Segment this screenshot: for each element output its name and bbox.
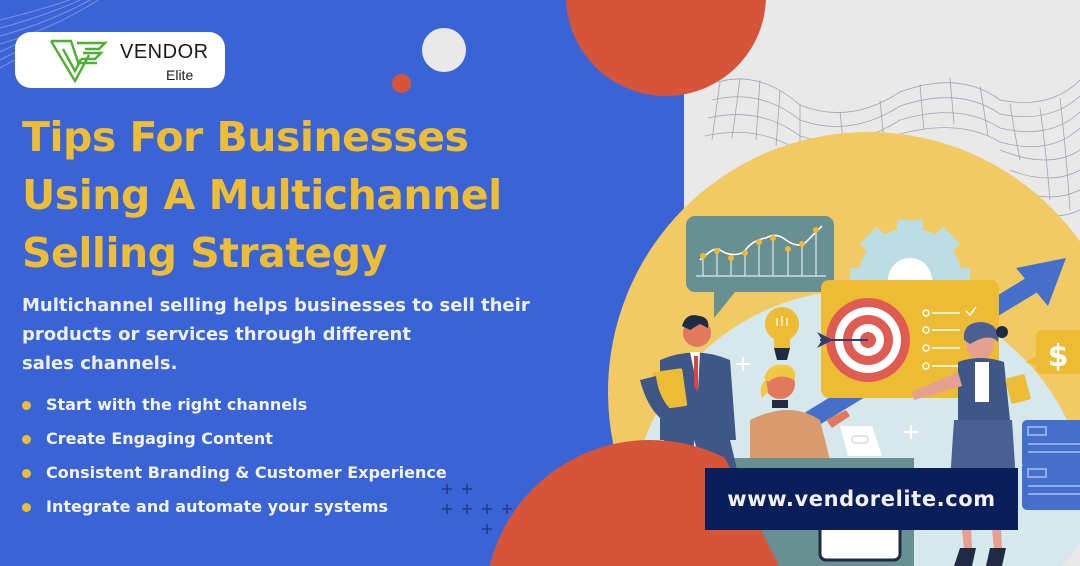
description-line: Multichannel selling helps businesses to… [22, 295, 530, 316]
plus-pattern-decoration [442, 484, 512, 534]
ve-monogram-icon [49, 39, 108, 83]
svg-text:$: $ [1048, 339, 1069, 374]
bullet-icon [22, 469, 31, 478]
tip-item: Start with the right channels [22, 391, 447, 425]
tip-label: Start with the right channels [46, 395, 308, 414]
description-line: products or services through different [22, 324, 411, 345]
brand-name: VENDOR [120, 41, 209, 63]
intro-description: Multichannel selling helps businesses to… [22, 291, 530, 378]
website-link[interactable]: www.vendorelite.com [705, 468, 1018, 530]
tip-item: Create Engaging Content [22, 425, 447, 459]
title-line: Selling Strategy [22, 229, 387, 277]
brand-logo[interactable]: VENDOR Elite [15, 32, 225, 88]
brand-subname: Elite [166, 67, 194, 83]
tip-label: Integrate and automate your systems [46, 497, 389, 516]
tip-label: Consistent Branding & Customer Experienc… [46, 463, 447, 482]
website-url[interactable]: www.vendorelite.com [727, 487, 996, 511]
description-line: sales channels. [22, 353, 178, 374]
tip-label: Create Engaging Content [46, 429, 273, 448]
page-title: Tips For Businesses Using A Multichannel… [22, 108, 502, 282]
seated-woman-laptop [750, 364, 882, 460]
white-dot [422, 28, 466, 72]
orange-dot [392, 74, 411, 93]
bullet-icon [22, 503, 31, 512]
tips-list: Start with the right channels Create Eng… [22, 391, 447, 527]
target-board-icon [817, 280, 999, 398]
tip-item: Integrate and automate your systems [22, 493, 447, 527]
bullet-icon [22, 401, 31, 410]
dollar-badge-icon: $ [1026, 330, 1080, 374]
line-chart-bubble [686, 216, 834, 318]
title-line: Tips For Businesses [22, 113, 469, 161]
lightbulb-icon [765, 307, 799, 360]
tip-item: Consistent Branding & Customer Experienc… [22, 459, 447, 493]
bullet-icon [22, 435, 31, 444]
title-line: Using A Multichannel [22, 171, 502, 219]
